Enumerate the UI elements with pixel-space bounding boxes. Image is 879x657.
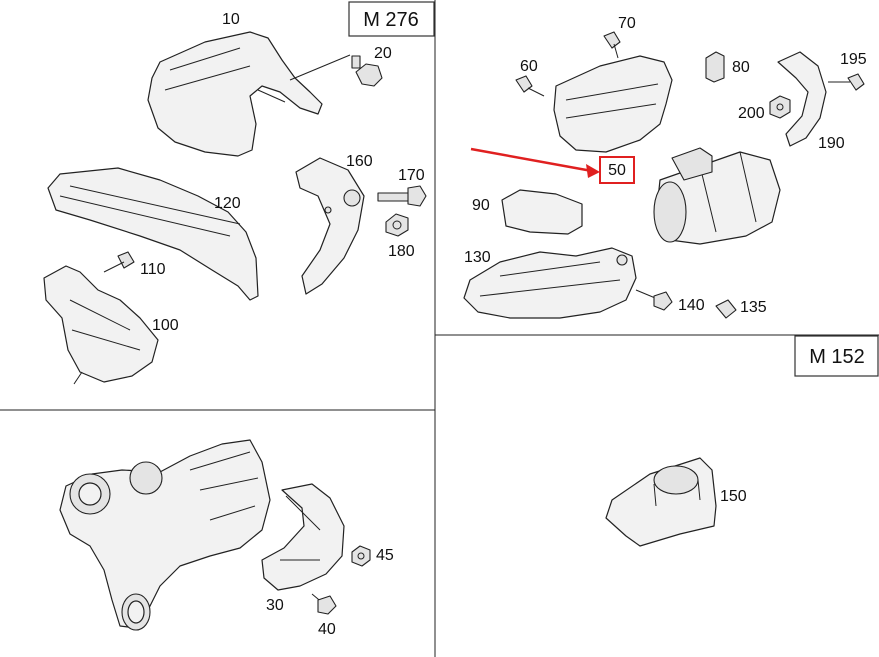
label-50: 50 bbox=[608, 162, 626, 179]
label-180: 180 bbox=[388, 243, 415, 260]
label-160: 160 bbox=[346, 153, 373, 170]
part-90-bracket[interactable]: 90 bbox=[472, 189, 583, 235]
part-30-heat-shield[interactable]: 30 bbox=[261, 483, 345, 614]
label-110: 110 bbox=[140, 261, 166, 278]
part-110-bolt[interactable]: 110 bbox=[103, 251, 166, 278]
part-120-heat-shield[interactable]: 120 bbox=[47, 167, 259, 301]
part-135-clip[interactable]: 135 bbox=[715, 299, 767, 319]
label-100: 100 bbox=[152, 317, 179, 334]
part-160-bracket[interactable]: 160 bbox=[295, 153, 373, 295]
starter-motor[interactable] bbox=[653, 147, 781, 245]
part-70-bolt[interactable]: 70 bbox=[603, 15, 636, 59]
label-135: 135 bbox=[740, 299, 767, 316]
highlight-box-part-50[interactable]: 50 bbox=[599, 156, 635, 184]
label-195: 195 bbox=[840, 51, 867, 68]
label-140: 140 bbox=[678, 297, 705, 314]
label-90: 90 bbox=[472, 197, 490, 214]
part-40-bolt[interactable]: 40 bbox=[311, 593, 337, 638]
label-40: 40 bbox=[318, 621, 336, 638]
label-200: 200 bbox=[738, 105, 765, 122]
part-190-bracket[interactable]: 190 bbox=[777, 51, 845, 152]
engine-code-box-m276: M 276 bbox=[348, 1, 435, 37]
label-60: 60 bbox=[520, 58, 538, 75]
label-20: 20 bbox=[374, 45, 392, 62]
label-120: 120 bbox=[214, 195, 241, 212]
part-195-bolt[interactable]: 195 bbox=[828, 51, 867, 91]
part-80-clip[interactable]: 80 bbox=[705, 51, 750, 83]
label-10: 10 bbox=[222, 11, 240, 28]
highlight-arrow bbox=[470, 147, 600, 178]
part-50-heat-shield[interactable] bbox=[553, 55, 673, 153]
label-170: 170 bbox=[398, 167, 425, 184]
turbocharger-manifold-assembly[interactable] bbox=[59, 439, 271, 631]
engine-code-m152: M 152 bbox=[809, 346, 865, 368]
part-60-bolt[interactable]: 60 bbox=[515, 58, 545, 97]
part-200-nut[interactable]: 200 bbox=[738, 95, 791, 122]
part-10-heat-shield[interactable]: 10 bbox=[147, 11, 351, 157]
part-100-heat-shield[interactable]: 100 bbox=[43, 265, 179, 385]
label-45: 45 bbox=[376, 547, 394, 564]
part-140-bolt[interactable]: 140 bbox=[635, 289, 705, 314]
part-130-heat-shield[interactable]: 130 bbox=[463, 247, 637, 319]
part-45-nut[interactable]: 45 bbox=[351, 545, 394, 567]
part-20-bolt[interactable]: 20 bbox=[351, 45, 392, 87]
part-150-cover[interactable]: 150 bbox=[605, 457, 747, 547]
part-170-bolt[interactable]: 170 bbox=[377, 167, 427, 207]
engine-code-m276: M 276 bbox=[363, 9, 419, 31]
label-150: 150 bbox=[720, 488, 747, 505]
part-180-nut[interactable]: 180 bbox=[385, 213, 415, 260]
engine-code-box-m152: M 152 bbox=[794, 335, 879, 377]
label-80: 80 bbox=[732, 59, 750, 76]
label-190: 190 bbox=[818, 135, 845, 152]
label-70: 70 bbox=[618, 15, 636, 32]
label-130: 130 bbox=[464, 249, 491, 266]
label-30: 30 bbox=[266, 597, 284, 614]
